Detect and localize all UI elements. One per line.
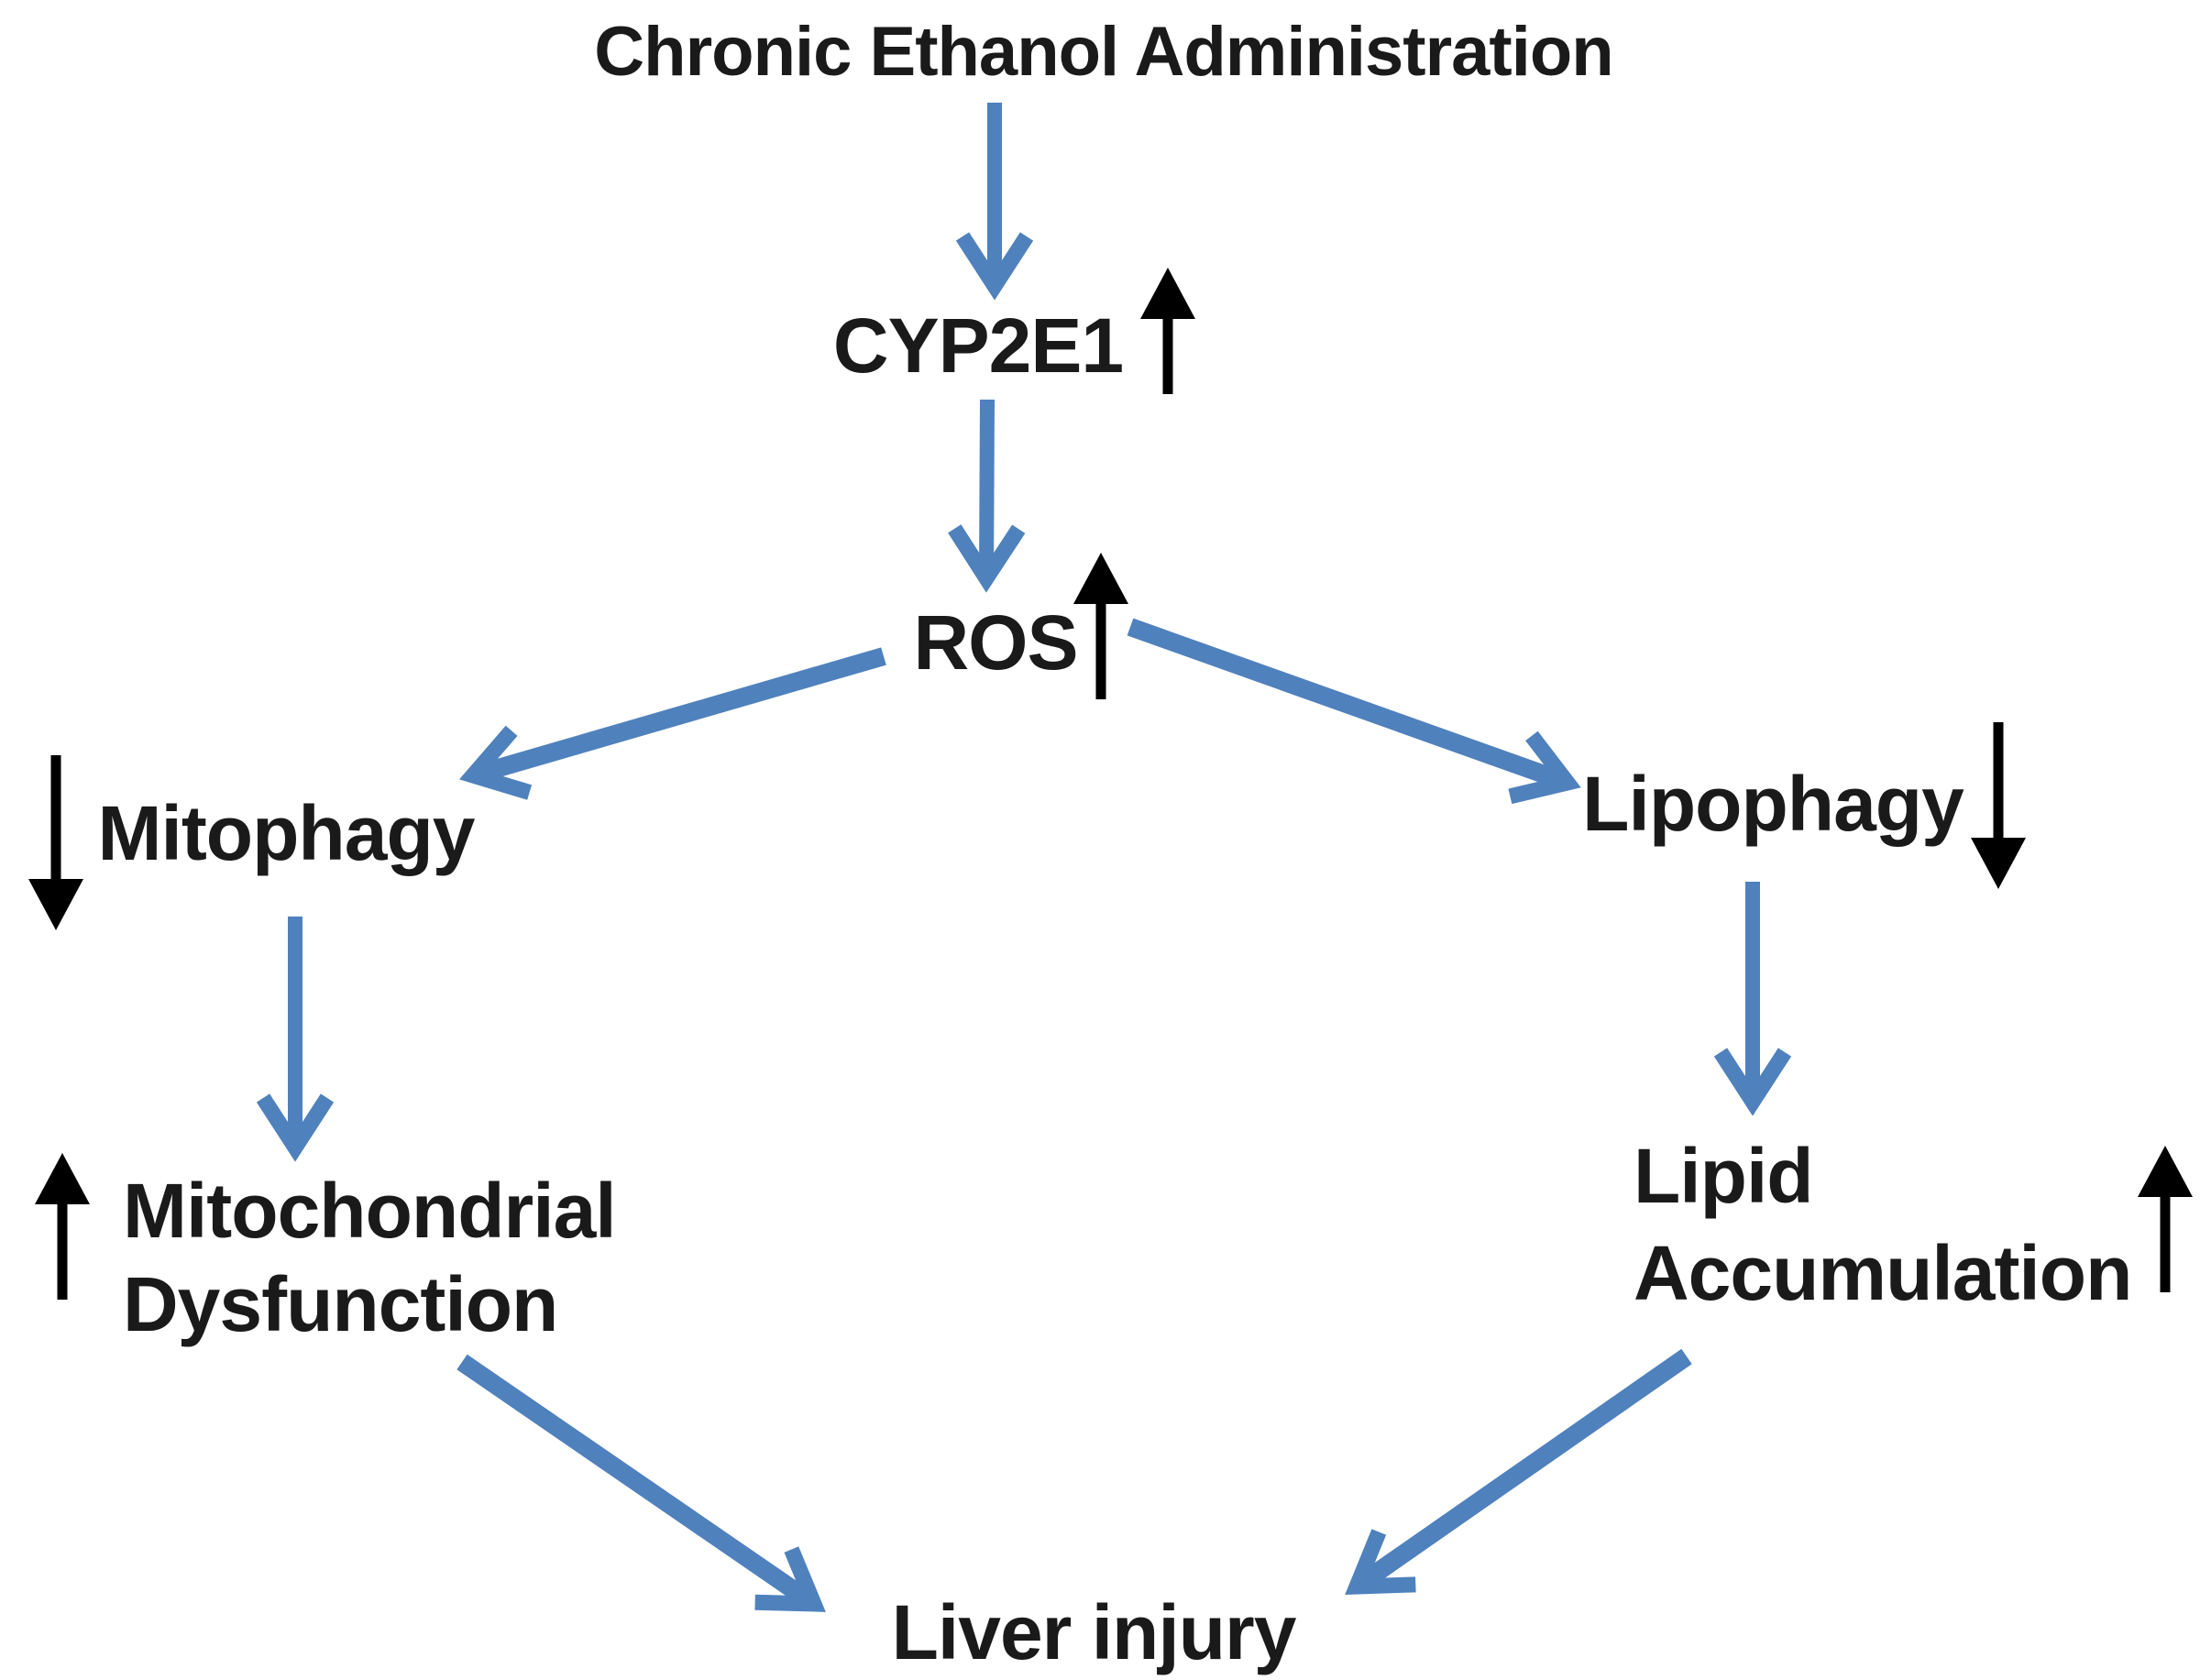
node-lipophagy-label: Lipophagy <box>1582 761 1964 847</box>
arrow-cyp2e1-to-ros <box>948 399 1026 593</box>
node-ros-label: ROS <box>913 599 1077 686</box>
up-arrow-lipid-icon <box>2138 1146 2193 1292</box>
arrow-ros-to-mitophagy <box>458 647 886 800</box>
node-mitochondrial-dysfunction-line2: Dysfunction <box>123 1261 557 1347</box>
node-liver-injury-label: Liver injury <box>892 1589 1297 1675</box>
node-lipid-accumulation-line2: Accumulation <box>1634 1230 2131 1316</box>
down-arrow-mitophagy-icon <box>28 755 83 930</box>
up-arrow-dysfunction-icon <box>35 1153 90 1300</box>
arrow-dysfunction-to-liver-injury <box>456 1354 826 1612</box>
node-mitophagy-label: Mitophagy <box>98 790 476 876</box>
flow-connectors <box>256 103 1792 1612</box>
node-cyp2e1-label: CYP2E1 <box>833 302 1123 389</box>
node-mitochondrial-dysfunction-line1: Mitochondrial <box>123 1168 616 1254</box>
node-chronic-ethanol-label: Chronic Ethanol Administration <box>594 13 1612 91</box>
arrow-lipid-to-liver-injury <box>1345 1348 1692 1595</box>
down-arrow-lipophagy-icon <box>1971 722 2026 889</box>
up-arrow-ros-icon <box>1073 553 1128 699</box>
up-arrow-cyp2e1-icon <box>1140 268 1195 394</box>
arrow-ros-to-lipophagy <box>1127 618 1581 805</box>
node-lipid-accumulation-line1: Lipid <box>1634 1133 1813 1219</box>
trend-arrows <box>28 268 2193 1300</box>
